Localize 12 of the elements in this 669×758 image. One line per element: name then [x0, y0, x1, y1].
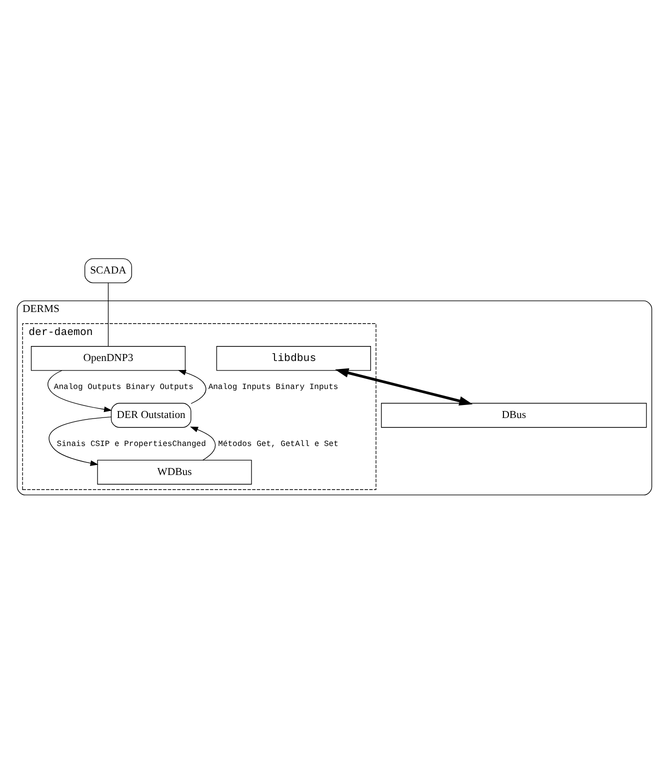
node-box: SCADA	[84, 258, 132, 283]
arrow	[48, 370, 112, 412]
node-box: WDBus	[97, 459, 252, 484]
node-box: libdbus	[216, 346, 371, 370]
arrow	[48, 416, 112, 466]
arrow	[178, 369, 206, 404]
node-box: OpenDNP3	[30, 346, 186, 370]
node-box: DER Outstation	[110, 402, 192, 428]
arrow	[190, 426, 216, 460]
arrow	[335, 368, 473, 406]
node-box: DBus	[381, 402, 647, 428]
connector	[108, 282, 109, 346]
